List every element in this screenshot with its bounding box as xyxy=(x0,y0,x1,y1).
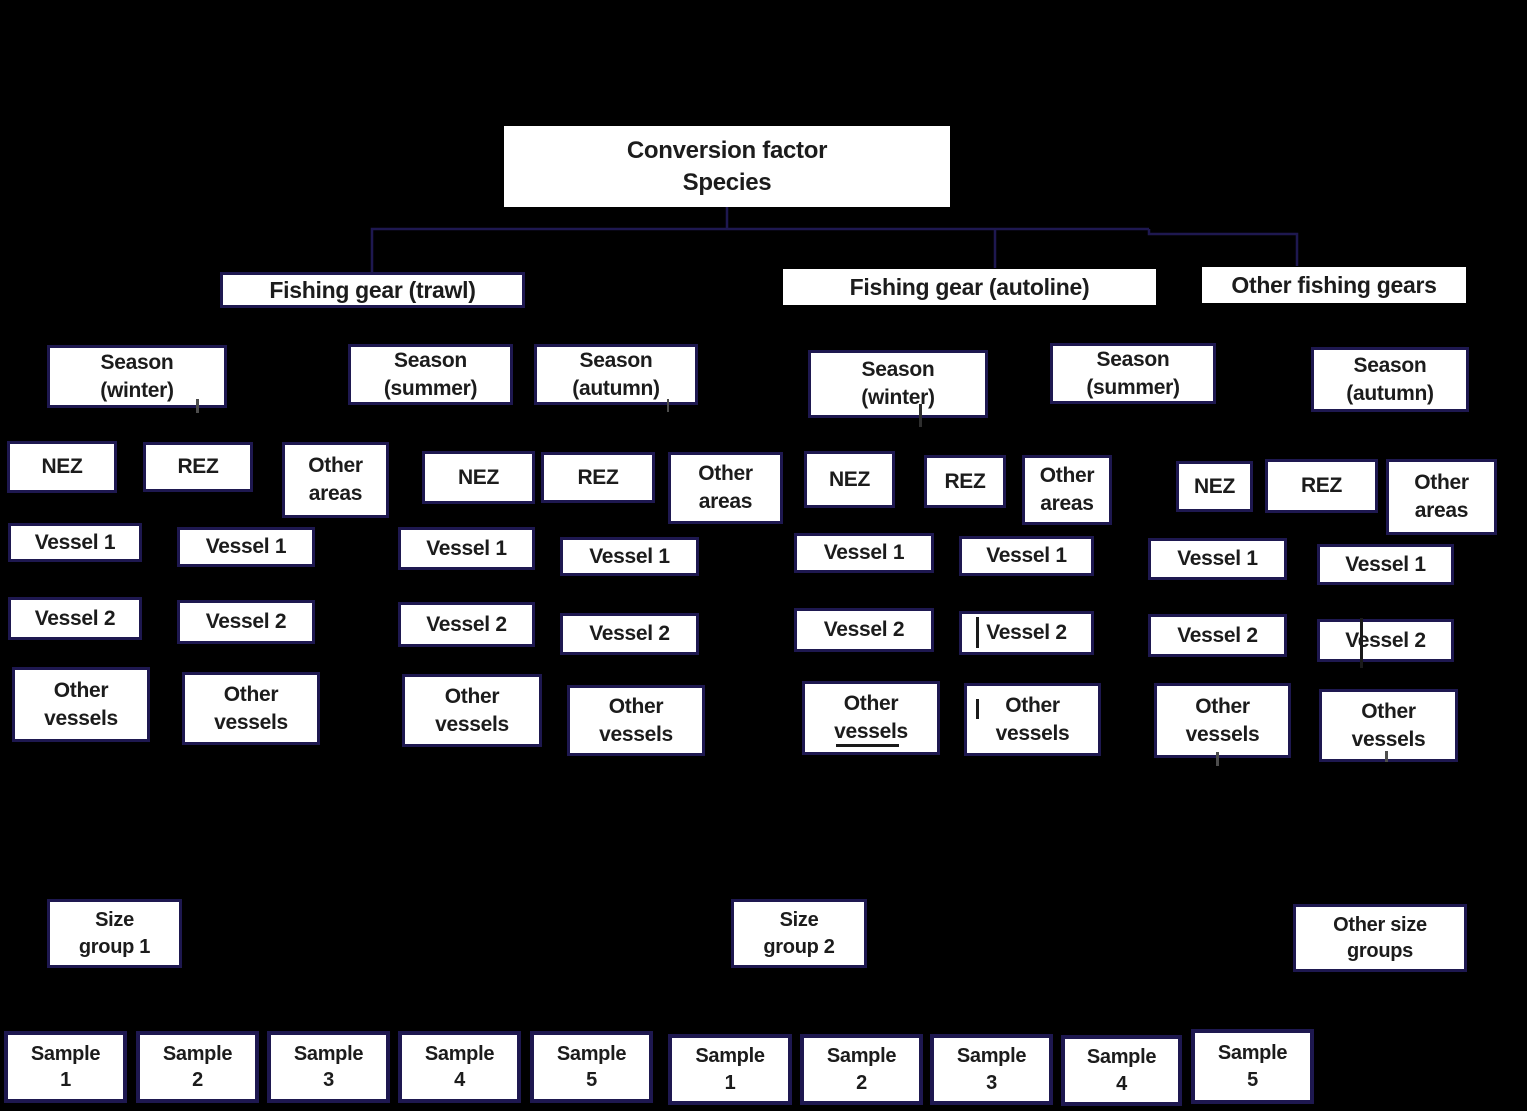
node-other-vessels-col2: Other vessels xyxy=(182,672,320,745)
node-vessel1-col6: Vessel 1 xyxy=(959,536,1094,576)
node-vessel2-col5: Vessel 2 xyxy=(794,608,934,652)
node-other-vessels-col6: Other vessels xyxy=(964,683,1101,756)
node-sample-2-a: Sample 2 xyxy=(136,1031,259,1103)
node-area-rez-1: REZ xyxy=(143,442,253,492)
stray-cursor-other-vessels-col6 xyxy=(976,699,979,719)
node-vessel2-col3: Vessel 2 xyxy=(398,602,535,647)
stray-line-vessel2-col8 xyxy=(1360,618,1363,668)
node-vessel1-col3: Vessel 1 xyxy=(398,527,535,570)
node-vessel1-col7: Vessel 1 xyxy=(1148,538,1287,580)
node-other-vessels-col7: Other vessels xyxy=(1154,683,1291,758)
stray-underline-other-vessels-col5 xyxy=(836,744,899,747)
node-sample-4-b: Sample 4 xyxy=(1061,1035,1182,1106)
node-conversion-factor-species: Conversion factor Species xyxy=(504,126,950,207)
node-area-rez-3: REZ xyxy=(924,455,1006,508)
node-vessel2-col6: Vessel 2 xyxy=(959,611,1094,655)
node-area-other-4: Other areas xyxy=(1386,459,1497,535)
node-sample-1-a: Sample 1 xyxy=(4,1031,127,1103)
node-other-vessels-col4: Other vessels xyxy=(567,685,705,756)
stray-tick-season-trawl-winter xyxy=(196,399,199,413)
node-other-size-groups: Other size groups xyxy=(1293,904,1467,972)
node-area-nez-3: NEZ xyxy=(804,451,895,508)
node-sample-5-b: Sample 5 xyxy=(1191,1029,1314,1104)
node-season-trawl-autumn: Season (autumn) xyxy=(534,344,698,405)
node-season-trawl-winter: Season (winter) xyxy=(47,345,227,408)
node-fishing-gear-trawl: Fishing gear (trawl) xyxy=(220,272,525,308)
node-season-trawl-summer: Season (summer) xyxy=(348,344,513,405)
node-vessel2-col4: Vessel 2 xyxy=(560,613,699,655)
stray-tick-other-vessels-col8 xyxy=(1385,751,1388,762)
node-sample-3-b: Sample 3 xyxy=(930,1034,1053,1105)
node-season-autoline-winter: Season (winter) xyxy=(808,350,988,418)
node-other-vessels-col5: Other vessels xyxy=(802,681,940,755)
node-vessel1-col2: Vessel 1 xyxy=(177,527,315,567)
stray-tick-other-vessels-col7 xyxy=(1216,752,1219,766)
node-other-vessels-col3: Other vessels xyxy=(402,674,542,747)
node-area-other-1: Other areas xyxy=(282,442,389,518)
node-vessel1-col1: Vessel 1 xyxy=(8,523,142,562)
stray-tick-season-autoline-winter xyxy=(919,404,922,427)
node-area-rez-2: REZ xyxy=(541,452,655,503)
node-sample-3-a: Sample 3 xyxy=(267,1031,390,1103)
connector-main-horizontal xyxy=(370,227,1149,272)
node-season-autoline-summer: Season (summer) xyxy=(1050,343,1216,404)
node-area-rez-4: REZ xyxy=(1265,459,1378,513)
node-other-vessels-col8: Other vessels xyxy=(1319,689,1458,762)
node-season-autoline-autumn: Season (autumn) xyxy=(1311,347,1469,412)
node-area-nez-1: NEZ xyxy=(7,441,117,493)
node-vessel1-col5: Vessel 1 xyxy=(794,533,934,573)
node-vessel1-col4: Vessel 1 xyxy=(560,537,699,576)
node-vessel1-col8: Vessel 1 xyxy=(1317,544,1454,585)
node-size-group-1: Size group 1 xyxy=(47,899,182,968)
node-sample-1-b: Sample 1 xyxy=(668,1034,792,1105)
node-area-other-2: Other areas xyxy=(668,452,783,524)
node-area-nez-2: NEZ xyxy=(422,451,535,504)
node-vessel2-col8: Vessel 2 xyxy=(1317,619,1454,662)
node-other-vessels-col1: Other vessels xyxy=(12,667,150,742)
node-vessel2-col1: Vessel 2 xyxy=(8,597,142,640)
node-fishing-gear-autoline: Fishing gear (autoline) xyxy=(783,269,1156,305)
stray-cursor-vessel2-col6 xyxy=(976,617,979,648)
node-sample-4-a: Sample 4 xyxy=(398,1031,521,1103)
node-vessel2-col2: Vessel 2 xyxy=(177,600,315,644)
node-area-nez-4: NEZ xyxy=(1176,461,1253,512)
stray-tick-season-trawl-summer xyxy=(667,399,669,412)
node-sample-5-a: Sample 5 xyxy=(530,1031,653,1103)
node-vessel2-col7: Vessel 2 xyxy=(1148,614,1287,657)
node-size-group-2: Size group 2 xyxy=(731,899,867,968)
node-sample-2-b: Sample 2 xyxy=(800,1034,923,1105)
connector-right-branch xyxy=(1147,229,1299,266)
node-area-other-3: Other areas xyxy=(1022,455,1112,525)
node-other-fishing-gears: Other fishing gears xyxy=(1202,267,1466,303)
